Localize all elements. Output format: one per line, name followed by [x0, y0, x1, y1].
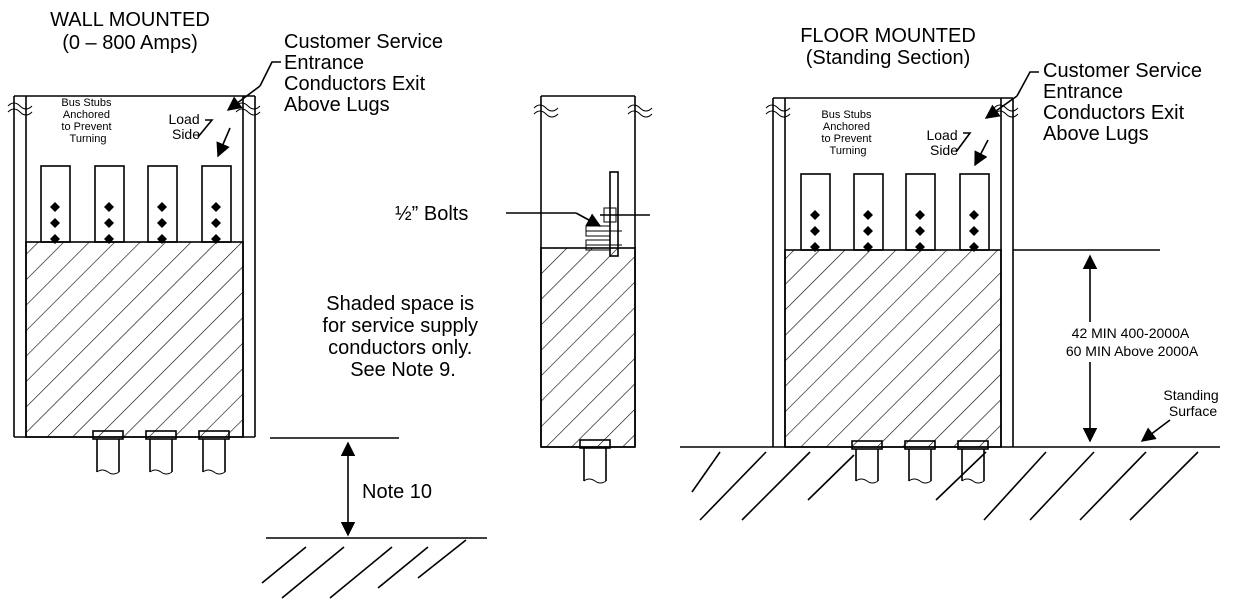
- floor-conduits: [851, 440, 989, 484]
- floor-load-side-leader: [955, 132, 972, 153]
- standing-surface-label: Standing Surface: [1163, 387, 1222, 419]
- dimension-label: 42 MIN 400-2000A 60 MIN Above 2000A: [1066, 325, 1199, 359]
- floor-bus-stubs-label: Bus Stubs Anchored to Prevent Turning: [821, 109, 874, 157]
- wall-load-side-leader: [197, 119, 214, 138]
- note10-dimension: [261, 437, 487, 599]
- wall-conduits: [92, 430, 230, 475]
- standing-surface-arrow: [1140, 419, 1171, 442]
- bolts-label: ½” Bolts: [395, 203, 468, 225]
- wall-title: WALL MOUNTED: [50, 9, 210, 31]
- standing-surface: [680, 446, 1220, 521]
- middle-conduit: [579, 439, 611, 484]
- wall-load-side-arrow: [216, 127, 231, 158]
- wall-exit-note: Customer Service Entrance Conductors Exi…: [284, 31, 449, 116]
- floor-load-side-label: Load Side: [926, 127, 961, 158]
- floor-shaded-space: [784, 249, 1002, 448]
- floor-exit-note: Customer Service Entrance Conductors Exi…: [1043, 60, 1208, 145]
- wall-exit-arrow: [226, 85, 261, 111]
- floor-exit-leader: [1016, 71, 1039, 97]
- middle-bus-bar: [585, 171, 650, 257]
- shaded-space-note: Shaded space is for service supply condu…: [322, 293, 483, 381]
- wall-load-side-label: Load Side: [168, 111, 203, 142]
- wall-bus-stubs: [40, 165, 232, 244]
- wall-mounted-section: WALL MOUNTED (0 – 800 Amps): [7, 9, 449, 475]
- floor-mounted-section: FLOOR MOUNTED (Standing Section): [680, 25, 1232, 521]
- floor-bus-stubs: [800, 173, 990, 252]
- wall-exit-leader: [259, 61, 281, 87]
- wall-bus-stubs-label: Bus Stubs Anchored to Prevent Turning: [61, 97, 114, 145]
- dimension-label-bg: [1032, 322, 1232, 362]
- middle-shaded-space: [540, 247, 636, 448]
- wall-shaded-space: [25, 241, 244, 438]
- floor-subtitle: (Standing Section): [806, 47, 971, 69]
- floor-exit-arrow: [984, 95, 1018, 119]
- floor-load-side-arrow: [974, 139, 989, 167]
- bolts-arrow: [575, 212, 602, 227]
- floor-title: FLOOR MOUNTED: [800, 25, 976, 47]
- middle-section: ½” Bolts Shaded space is for service sup…: [261, 95, 653, 599]
- note10-label: Note 10: [362, 481, 432, 503]
- wall-subtitle: (0 – 800 Amps): [62, 32, 198, 54]
